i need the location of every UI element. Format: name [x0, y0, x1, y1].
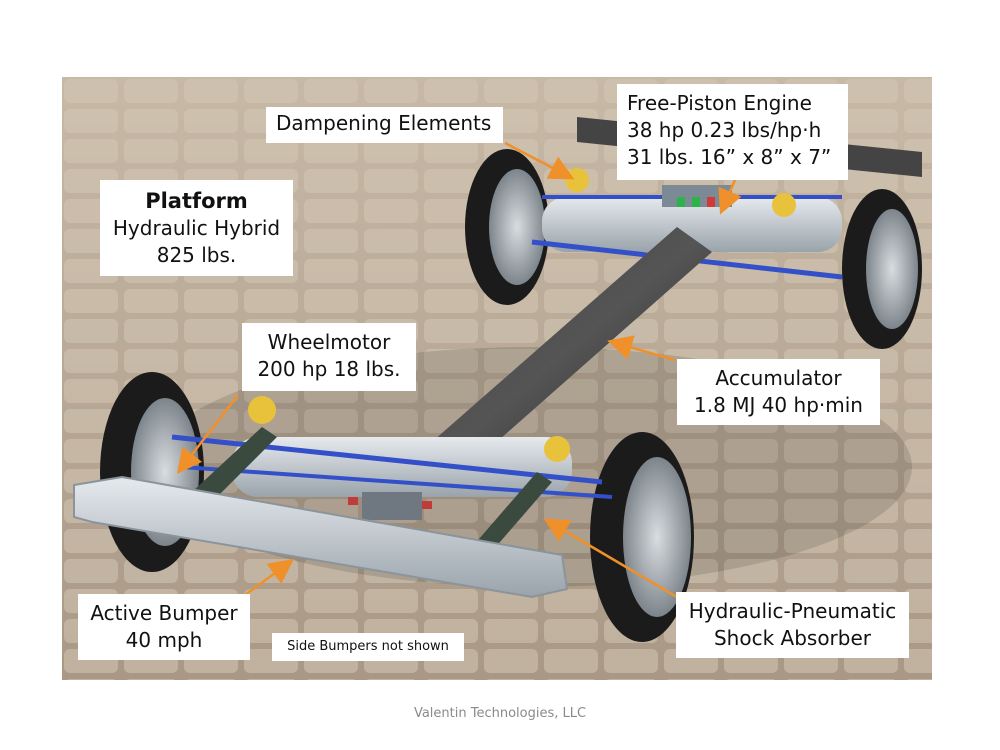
- engine-spec-power: 38 hp 0.23 lbs/hp·h: [627, 117, 838, 144]
- shock-subtitle: Shock Absorber: [680, 625, 905, 652]
- wheelmotor-spec: 200 hp 18 lbs.: [246, 356, 412, 383]
- accumulator-spec: 1.8 MJ 40 hp·min: [681, 392, 876, 419]
- label-side-bumpers-note: Side Bumpers not shown: [272, 633, 464, 661]
- bumper-title: Active Bumper: [82, 600, 246, 627]
- platform-type: Hydraulic Hybrid: [104, 215, 289, 242]
- dampening-text: Dampening Elements: [276, 110, 493, 137]
- platform-title: Platform: [104, 188, 289, 215]
- bumper-spec: 40 mph: [82, 627, 246, 654]
- accumulator-title: Accumulator: [681, 365, 876, 392]
- label-dampening-elements: Dampening Elements: [266, 107, 503, 143]
- label-active-bumper: Active Bumper 40 mph: [78, 594, 250, 660]
- side-bumpers-text: Side Bumpers not shown: [276, 638, 460, 656]
- footer-credit: Valentin Technologies, LLC: [0, 706, 1000, 721]
- wheelmotor-title: Wheelmotor: [246, 329, 412, 356]
- shock-title: Hydraulic-Pneumatic: [680, 598, 905, 625]
- front-left-wheel: [100, 372, 204, 572]
- engine-spec-size: 31 lbs. 16” x 8” x 7”: [627, 144, 838, 171]
- label-platform: Platform Hydraulic Hybrid 825 lbs.: [100, 180, 293, 276]
- engine-title: Free-Piston Engine: [627, 90, 838, 117]
- platform-weight: 825 lbs.: [104, 242, 289, 269]
- label-wheelmotor: Wheelmotor 200 hp 18 lbs.: [242, 323, 416, 391]
- label-free-piston-engine: Free-Piston Engine 38 hp 0.23 lbs/hp·h 3…: [617, 84, 848, 180]
- rear-left-wheel: [465, 149, 549, 305]
- label-shock-absorber: Hydraulic-Pneumatic Shock Absorber: [676, 592, 909, 658]
- label-accumulator: Accumulator 1.8 MJ 40 hp·min: [677, 359, 880, 425]
- rear-right-wheel: [842, 189, 922, 349]
